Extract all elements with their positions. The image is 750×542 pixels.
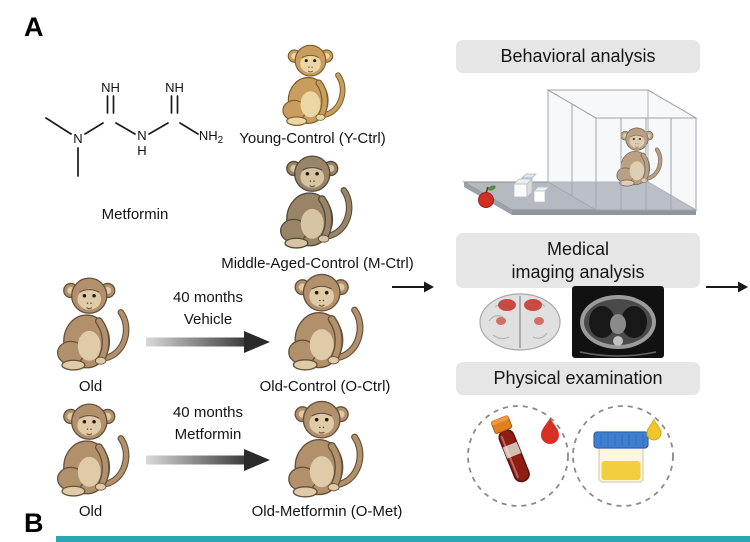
cohort-label-young-control: Young-Control (Y-Ctrl)	[239, 130, 386, 147]
physical-examination-title: Physical examination	[493, 368, 663, 389]
cage-frame-front	[546, 89, 698, 211]
blood-drop-icon	[541, 418, 559, 444]
behavior-cage-illustration	[462, 89, 698, 215]
monkey-illustration-middle-aged	[268, 150, 360, 251]
panel-b-top-edge	[56, 536, 750, 542]
atom-n-dimethyl: N	[73, 131, 82, 146]
panel-a-label: A	[24, 12, 44, 42]
medical-imaging-title-line1: Medical	[546, 239, 610, 259]
atom-nh-right: NH	[165, 80, 184, 95]
panel-b-label: B	[24, 508, 44, 538]
monkey-illustration-old-top	[45, 272, 137, 373]
cube-icon	[513, 173, 550, 203]
blood-sample-illustration	[467, 405, 569, 507]
treatment-vehicle-agent: Vehicle	[183, 310, 233, 328]
medical-imaging-box: Medical imaging analysis	[456, 233, 700, 288]
treatment-metformin-duration: 40 months	[172, 404, 244, 421]
urine-container-icon	[593, 431, 649, 483]
monkey-illustration-old-metformin	[276, 395, 371, 500]
atom-n-central: N	[137, 128, 146, 143]
treatment-arrow-vehicle	[146, 331, 270, 353]
urine-drop-icon	[646, 418, 662, 441]
physical-examination-box: Physical examination	[456, 362, 700, 395]
atom-h-central: H	[137, 143, 146, 158]
dashed-circle	[572, 405, 674, 507]
cohort-label-old-metformin: Old-Metformin (O-Met)	[251, 503, 403, 520]
medical-imaging-title-line2: imaging analysis	[511, 261, 645, 282]
monkey-illustration-old-bottom	[45, 398, 137, 499]
metformin-caption: Metformin	[101, 206, 169, 223]
atom-nh-left: NH	[101, 80, 120, 95]
behavioral-analysis-title: Behavioral analysis	[500, 46, 656, 67]
blood-tube-icon	[490, 415, 530, 483]
treatment-metformin-text: 40 months Metformin	[148, 402, 268, 446]
brain-scan-icon	[479, 293, 561, 351]
arrow-right-icon	[392, 281, 434, 293]
monkey-illustration-young	[272, 40, 352, 128]
apple-icon	[478, 185, 496, 208]
ct-scan-icon	[572, 286, 664, 358]
atom-nh2: NH2	[199, 128, 224, 146]
arrow-right-next-panel-icon	[706, 281, 748, 293]
treatment-vehicle-duration: 40 months	[172, 289, 244, 306]
urine-sample-illustration	[572, 405, 674, 507]
cohort-label-old-control: Old-Control (O-Ctrl)	[259, 378, 391, 395]
treatment-metformin-agent: Metformin	[174, 425, 242, 443]
dashed-circle	[467, 405, 569, 507]
behavioral-analysis-box: Behavioral analysis	[456, 40, 700, 73]
treatment-vehicle-text: 40 months Vehicle	[148, 287, 268, 331]
monkey-illustration-old-control	[276, 268, 371, 373]
cohort-label-middle-aged-control: Middle-Aged-Control (M-Ctrl)	[221, 255, 414, 272]
cohort-label-old-top: Old	[78, 378, 103, 395]
cohort-label-old-bottom: Old	[78, 503, 103, 520]
treatment-arrow-metformin	[146, 449, 270, 471]
metformin-structure: NH NH N N H NH2	[45, 80, 224, 177]
